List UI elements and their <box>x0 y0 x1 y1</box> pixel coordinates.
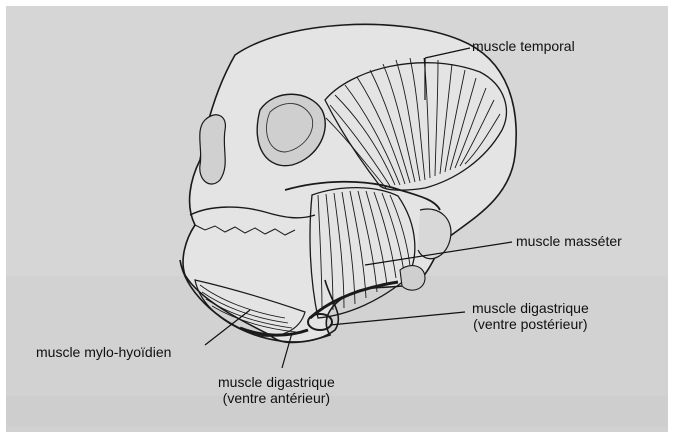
leader-mylohyoid <box>205 310 250 345</box>
label-muscle-masseter: muscle masséter <box>516 233 622 249</box>
nasal-area <box>200 115 226 184</box>
label-muscle-temporal: muscle temporal <box>472 38 575 54</box>
label-digastric-posterior-line2: (ventre postérieur) <box>472 316 589 332</box>
label-muscle-temporal-text: muscle temporal <box>472 38 575 54</box>
label-mylo-hyoidien: muscle mylo-hyoïdien <box>36 344 171 360</box>
label-mylo-hyoidien-text: muscle mylo-hyoïdien <box>36 344 171 360</box>
label-muscle-masseter-text: muscle masséter <box>516 233 622 249</box>
leader-digastric-posterior <box>330 312 465 325</box>
label-digastric-posterior: muscle digastrique (ventre postérieur) <box>472 300 589 332</box>
label-digastric-anterior-line1: muscle digastrique <box>218 374 335 390</box>
label-digastric-posterior-line1: muscle digastrique <box>472 300 589 316</box>
label-digastric-anterior: muscle digastrique (ventre antérieur) <box>218 374 335 406</box>
label-digastric-anterior-line2: (ventre antérieur) <box>218 390 335 406</box>
mastoid <box>400 266 425 291</box>
